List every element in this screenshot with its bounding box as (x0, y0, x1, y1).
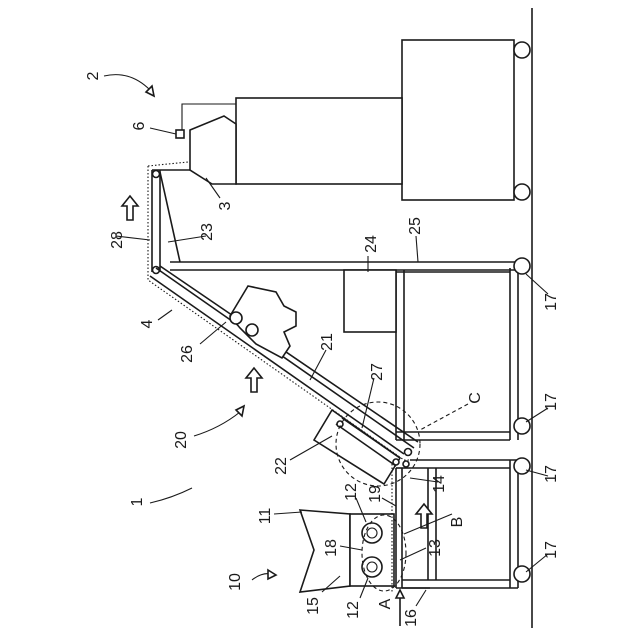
label-B: B (449, 517, 466, 528)
label-17a: 17 (543, 293, 560, 311)
flow-arrow-upper (122, 196, 138, 220)
label-10: 10 (227, 573, 244, 591)
label-27: 27 (369, 363, 386, 381)
label-1: 1 (129, 497, 146, 506)
leader-2 (104, 75, 150, 90)
leader-25 (416, 236, 418, 262)
label-28: 28 (109, 231, 126, 249)
label-13: 13 (427, 539, 444, 557)
label-22: 22 (273, 457, 290, 475)
label-4: 4 (139, 319, 156, 328)
motor-26-pulley-b (246, 324, 258, 336)
leader-19 (382, 498, 396, 506)
label-16: 16 (403, 609, 420, 627)
short-conveyor-roller (403, 461, 409, 467)
sensor-6 (176, 130, 184, 138)
flow-arrow-short-conveyor (416, 504, 432, 528)
support-frame-25 (170, 258, 530, 440)
feeder-27-roller-bottom (393, 459, 399, 465)
label-18: 18 (323, 539, 340, 557)
leader-17a (526, 274, 548, 294)
leader-C (420, 404, 468, 430)
leader-20 (194, 412, 240, 436)
leader-6 (150, 128, 176, 134)
flow-arrow-incline (246, 368, 262, 392)
roller-12-bottom (362, 557, 382, 577)
label-6: 6 (131, 121, 148, 130)
conveyor-top-roller (153, 171, 160, 178)
base-16-wheel-bottom (514, 566, 530, 582)
leader-13 (400, 548, 426, 560)
control-box-24 (344, 270, 396, 332)
label-12a: 12 (343, 483, 360, 501)
label-17d: 17 (543, 541, 560, 559)
machine-2-large-box (402, 40, 514, 200)
label-15: 15 (305, 597, 322, 615)
label-17c: 17 (543, 465, 560, 483)
base-16-wheel-top (514, 458, 530, 474)
leader-21 (310, 350, 326, 380)
label-23: 23 (199, 223, 216, 241)
machine-2-middle-box (236, 98, 402, 184)
label-19: 19 (367, 485, 384, 503)
machine-2-wheel-top (514, 42, 530, 58)
motor-26-pulley-a (230, 312, 242, 324)
leader-27 (362, 378, 374, 428)
label-2: 2 (85, 71, 102, 80)
leader-1 (150, 488, 192, 503)
leader-11 (274, 512, 302, 514)
label-20: 20 (173, 431, 190, 449)
label-25: 25 (407, 217, 424, 235)
label-26: 26 (179, 345, 196, 363)
frame-25-wheel-top (514, 258, 530, 274)
conveyor-upper-brace (160, 172, 180, 262)
label-A: A (377, 598, 394, 609)
machine-3-hopper (190, 116, 236, 184)
label-3: 3 (217, 201, 234, 210)
leader-10-tip (268, 570, 276, 579)
label-11: 11 (257, 508, 274, 525)
label-17b: 17 (543, 393, 560, 411)
input-arrow-a-head (396, 590, 404, 598)
label-14: 14 (431, 475, 448, 493)
conveyor-bottom-roller (405, 449, 412, 456)
leader-16 (416, 590, 426, 606)
machine-2-wheel-bottom (514, 184, 530, 200)
leader-4 (158, 310, 172, 320)
label-21: 21 (319, 333, 336, 351)
label-12b: 12 (345, 601, 362, 619)
conveyor-belt-4-top (148, 162, 188, 166)
label-C: C (467, 392, 484, 404)
machine-2 (176, 40, 530, 200)
label-24: 24 (363, 235, 380, 253)
